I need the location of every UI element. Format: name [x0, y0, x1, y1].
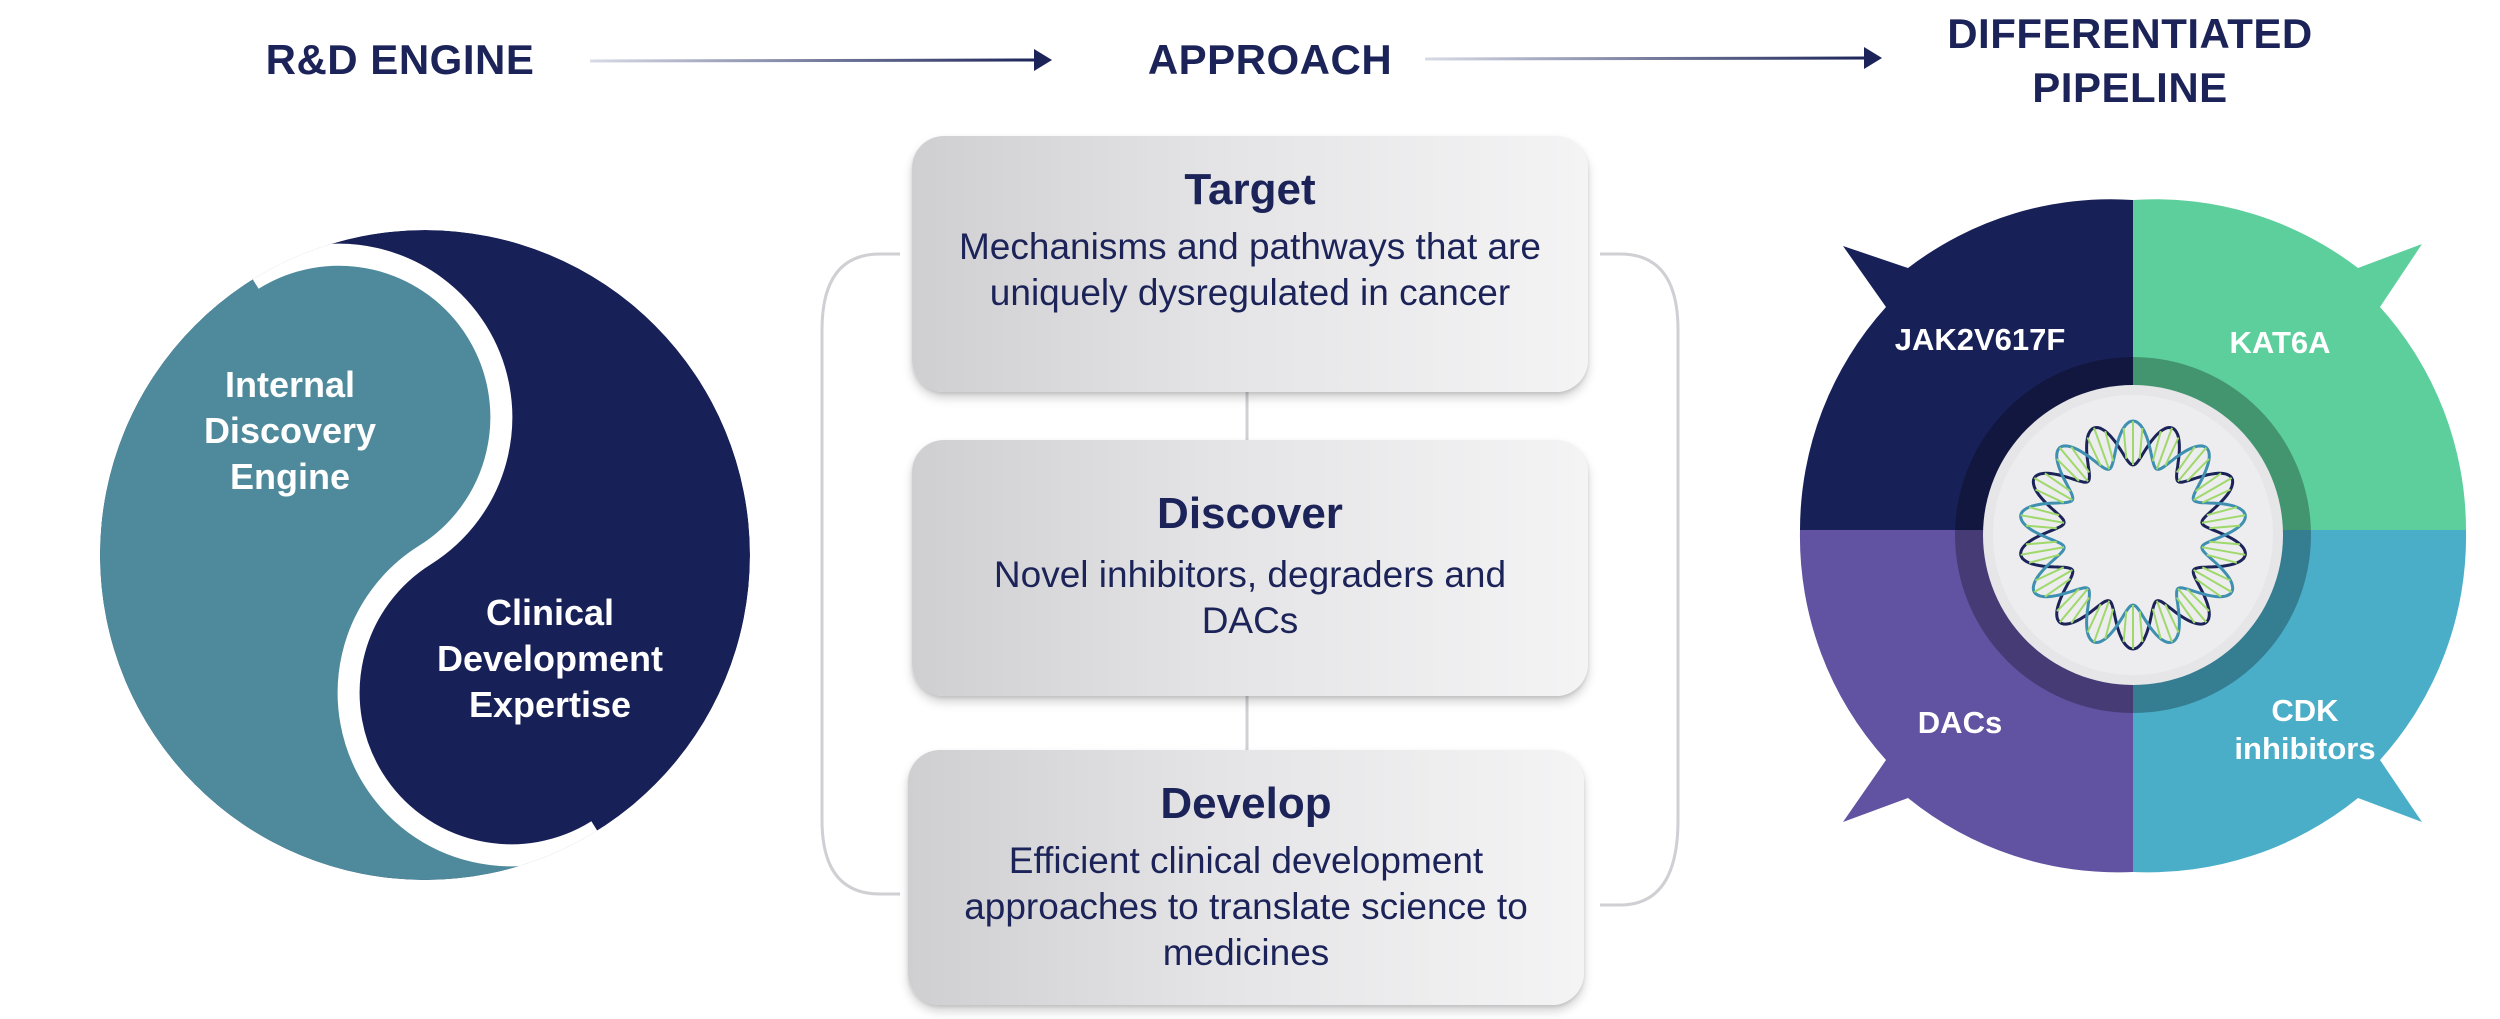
- clinical-development-label: Clinical Development Expertise: [436, 592, 664, 725]
- card-discover: Discover Novel inhibitors, degraders and…: [912, 440, 1588, 696]
- dna-rung: [2175, 597, 2196, 624]
- dna-rung: [2044, 577, 2071, 598]
- dna-rung: [2025, 524, 2057, 530]
- card-target-desc: Mechanisms and pathways that are uniquel…: [958, 226, 1542, 313]
- dna-rung: [2206, 506, 2238, 517]
- dna-rung: [2193, 477, 2233, 501]
- header-differentiated-pipeline: DIFFERENTIATED PIPELINE: [1947, 10, 2313, 111]
- dna-rung: [2093, 427, 2111, 470]
- dna-rung: [2035, 488, 2065, 504]
- dna-rung: [2151, 430, 2162, 462]
- dna-rung: [2164, 603, 2180, 633]
- card-target: Target Mechanisms and pathways that are …: [912, 136, 1588, 392]
- dna-rung: [2070, 597, 2091, 624]
- header-rd-engine: R&D ENGINE: [265, 36, 535, 83]
- dna-rung: [2028, 553, 2060, 564]
- segment-label-cdk-inhibitors: CDK inhibitors: [2234, 693, 2376, 766]
- header-approach: APPROACH: [1147, 36, 1393, 83]
- dna-rung: [2058, 587, 2089, 623]
- dna-rung: [2195, 472, 2222, 493]
- dna-rung: [2122, 427, 2128, 459]
- card-discover-title: Discover: [1157, 489, 1343, 538]
- dna-rung: [2195, 577, 2222, 598]
- dna-rung: [2201, 546, 2246, 556]
- card-develop-desc: Efficient clinical development approache…: [964, 840, 1528, 973]
- rd-engine-yin-yang: [100, 230, 750, 880]
- pipeline-wheel: [1799, 199, 2467, 873]
- approach-bracket: [820, 252, 1680, 907]
- dna-rung: [2175, 446, 2196, 473]
- segment-label-jak2v617f: JAK2V617F: [1894, 322, 2066, 357]
- dna-rung: [2209, 524, 2241, 530]
- dna-rung: [2193, 569, 2233, 593]
- dna-rung: [2020, 514, 2065, 524]
- dna-rung: [2086, 603, 2102, 633]
- dna-rung: [2186, 588, 2210, 612]
- dna-rung: [2104, 608, 2115, 640]
- dna-rung: [2155, 600, 2173, 643]
- dna-rung: [2138, 427, 2144, 459]
- dna-rung: [2209, 540, 2241, 546]
- dna-rung: [2035, 566, 2065, 582]
- card-develop-title: Develop: [1160, 779, 1332, 828]
- dna-helix-icon: [2019, 419, 2247, 651]
- dna-rung: [2056, 588, 2080, 612]
- dna-rung: [2155, 427, 2173, 470]
- internal-discovery-label: Internal Discovery Engine: [203, 364, 377, 497]
- dna-rung: [2201, 514, 2246, 524]
- dna-rung: [2177, 447, 2208, 483]
- dna-rung: [2093, 600, 2111, 643]
- dna-rung: [2020, 546, 2065, 556]
- segment-label-kat6a: KAT6A: [2229, 325, 2331, 360]
- dna-rung: [2044, 472, 2071, 493]
- dna-rung: [2201, 566, 2231, 582]
- card-discover-desc: Novel inhibitors, degraders and DACs: [993, 554, 1507, 641]
- dna-rung: [2206, 553, 2238, 564]
- dna-rung: [2151, 608, 2162, 640]
- dna-rung: [2104, 430, 2115, 462]
- arrow-rd-to-approach: [589, 49, 1052, 71]
- arrow-approach-to-pipeline: [1424, 47, 1882, 69]
- dna-rung: [2201, 488, 2231, 504]
- dna-rung: [2033, 477, 2073, 501]
- dna-rung: [2056, 458, 2080, 482]
- dna-rung: [2028, 506, 2060, 517]
- dna-rung: [2033, 569, 2073, 593]
- dna-rung: [2058, 447, 2089, 483]
- card-target-title: Target: [1184, 165, 1316, 214]
- dna-rung: [2070, 446, 2091, 473]
- dna-rung: [2025, 540, 2057, 546]
- dna-rung: [2164, 437, 2180, 467]
- dna-rung: [2122, 611, 2128, 643]
- card-develop: Develop Efficient clinical development a…: [908, 750, 1584, 1005]
- segment-label-dacs: DACs: [1917, 705, 2003, 740]
- internal-discovery-segment: [100, 254, 598, 880]
- dna-rung: [2138, 611, 2144, 643]
- dna-rung: [2177, 587, 2208, 623]
- dna-rung: [2086, 437, 2102, 467]
- dna-rung: [2186, 458, 2210, 482]
